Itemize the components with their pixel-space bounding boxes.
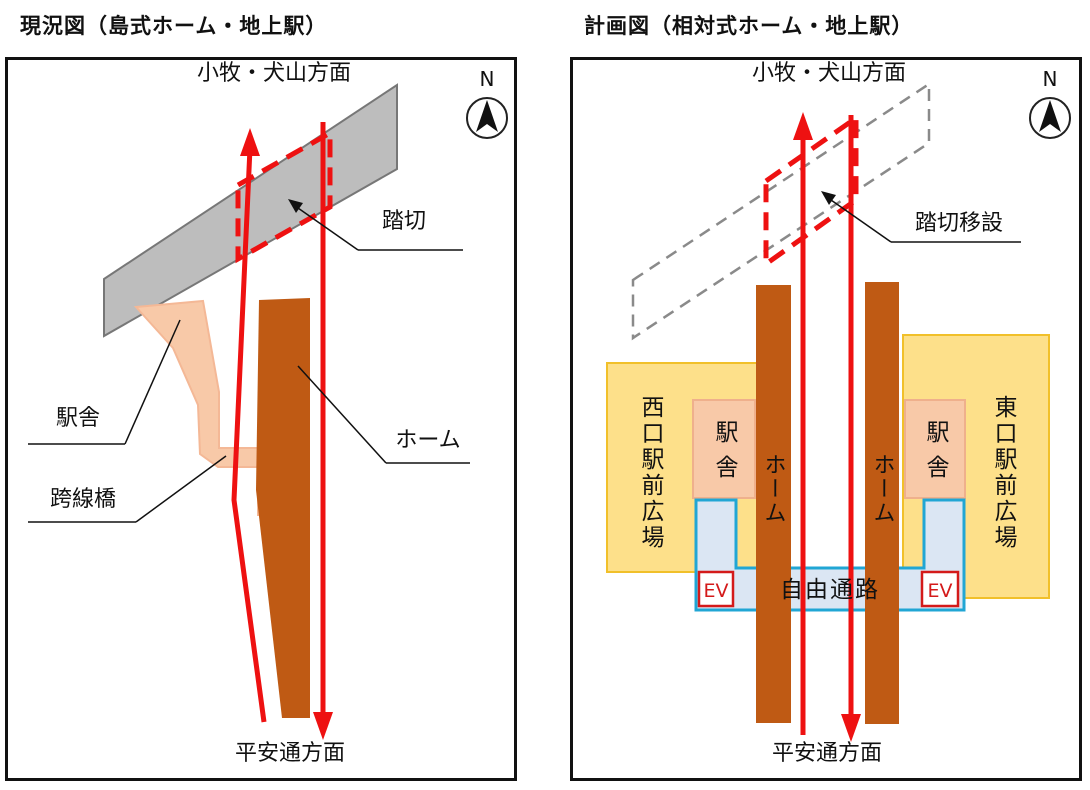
crossing-dashed-outline bbox=[763, 113, 859, 269]
west-plaza-label: 西口駅前広場 bbox=[637, 395, 665, 551]
east-plaza-label: 東口駅前広場 bbox=[990, 395, 1018, 551]
track-up-line bbox=[231, 147, 267, 723]
planned-layout-diagram: 小牧・犬山方面 N 西口駅前広場 東口駅前広場 駅舎 駅舎 bbox=[606, 61, 1071, 766]
crossing-callout-line bbox=[830, 199, 892, 243]
east-station-label: 駅舎 bbox=[922, 420, 950, 490]
free-passage-label: 自由通路 bbox=[780, 577, 880, 603]
left-panel-title: 現況図（島式ホーム・地上駅） bbox=[20, 14, 328, 38]
west-station-building bbox=[692, 399, 756, 499]
north-arrow-icon: N bbox=[466, 67, 508, 139]
level-crossing-road bbox=[103, 83, 398, 338]
top-direction-label: 小牧・犬山方面 bbox=[752, 61, 906, 86]
north-label: N bbox=[480, 67, 495, 91]
crossing-callout-arrowhead bbox=[821, 191, 836, 205]
current-layout-panel: 小牧・犬山方面 N 踏切 ホーム 駅舎 bbox=[5, 57, 517, 781]
bottom-direction-label: 平安通方面 bbox=[772, 741, 882, 766]
crossing-callout-line bbox=[297, 207, 359, 251]
bottom-direction-label: 平安通方面 bbox=[235, 741, 345, 766]
east-elevator: EV bbox=[920, 570, 960, 608]
current-layout-diagram: 小牧・犬山方面 N 踏切 ホーム 駅舎 bbox=[28, 61, 508, 766]
east-platform-label: ホーム bbox=[870, 453, 895, 525]
track-up-arrowhead bbox=[793, 112, 813, 140]
planned-layout-panel: 小牧・犬山方面 N 西口駅前広場 東口駅前広場 駅舎 駅舎 bbox=[570, 57, 1082, 781]
west-platform bbox=[756, 285, 791, 723]
track-up-arrowhead bbox=[240, 128, 260, 156]
north-arrow-icon: N bbox=[1029, 67, 1071, 139]
crossing-callout-arrowhead bbox=[288, 199, 303, 213]
crossing-label: 踏切移設 bbox=[915, 211, 1003, 236]
west-elevator-label: EV bbox=[703, 580, 728, 602]
west-elevator: EV bbox=[697, 570, 735, 608]
station-callout-line bbox=[124, 319, 181, 445]
island-platform bbox=[256, 298, 310, 718]
overpass-callout-line bbox=[135, 455, 227, 523]
platform-callout-line bbox=[297, 365, 387, 464]
former-crossing-outline bbox=[631, 81, 931, 341]
west-station-label: 駅舎 bbox=[711, 420, 739, 490]
crossing-label: 踏切 bbox=[382, 209, 426, 234]
station-label: 駅舎 bbox=[56, 406, 100, 431]
east-elevator-label: EV bbox=[927, 580, 952, 602]
top-direction-label: 小牧・犬山方面 bbox=[197, 61, 351, 86]
track-down-arrowhead bbox=[841, 714, 861, 742]
north-label: N bbox=[1043, 67, 1058, 91]
west-platform-label: ホーム bbox=[761, 453, 786, 525]
east-station-building bbox=[904, 399, 966, 499]
track-down-arrowhead bbox=[313, 712, 333, 740]
platform-label: ホーム bbox=[395, 428, 460, 453]
crossing-dashed-outline bbox=[235, 128, 333, 264]
overpass-label: 跨線橋 bbox=[50, 487, 116, 512]
right-panel-title: 計画図（相対式ホーム・地上駅） bbox=[584, 14, 914, 38]
east-platform bbox=[865, 282, 899, 724]
